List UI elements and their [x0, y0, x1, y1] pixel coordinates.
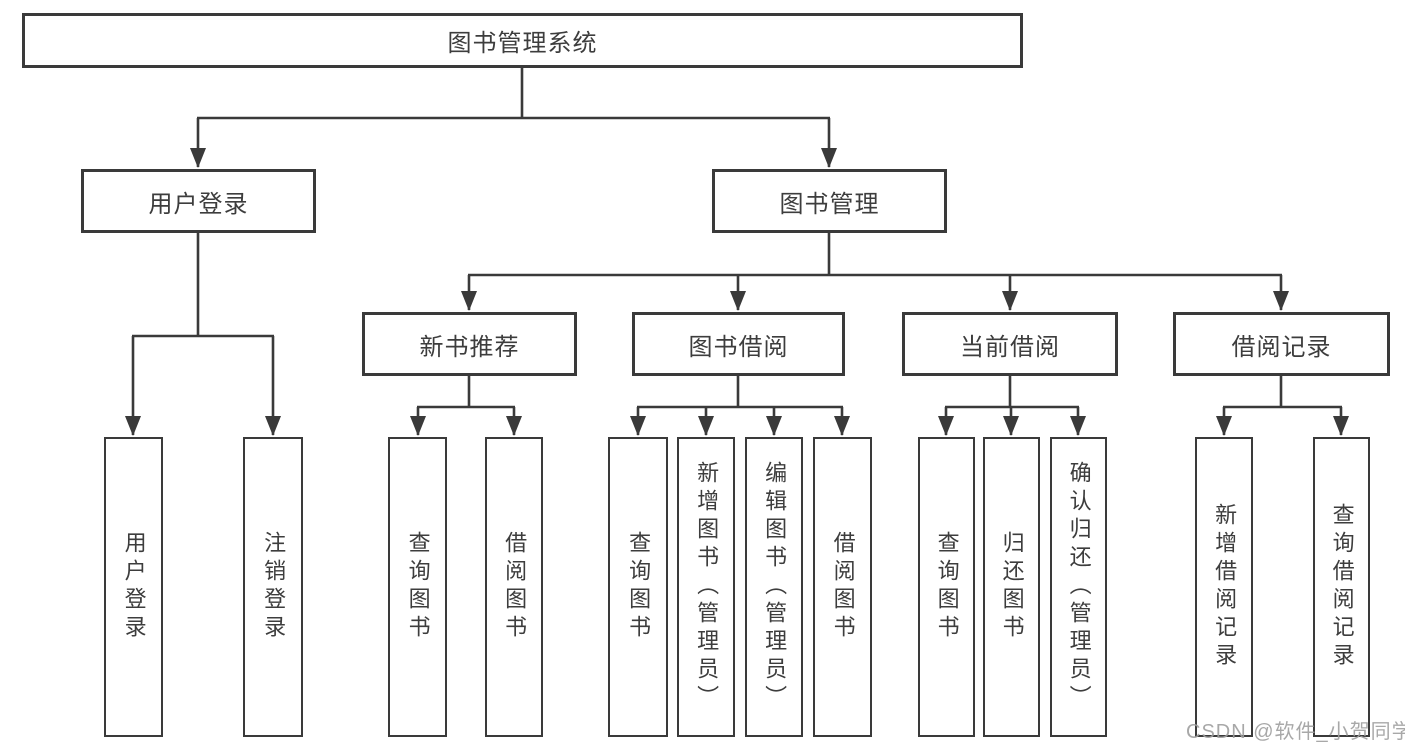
leaf-logout: 注销登录	[243, 437, 303, 737]
leaf-query-books-borrowing: 查询图书	[608, 437, 668, 737]
node-current-borrowing: 当前借阅	[902, 312, 1118, 376]
leaf-query-books-current: 查询图书	[918, 437, 975, 737]
leaf-user-login: 用户登录	[104, 437, 163, 737]
leaf-query-borrow-record: 查询借阅记录	[1313, 437, 1370, 737]
leaf-return-books: 归还图书	[983, 437, 1040, 737]
node-book-management: 图书管理	[712, 169, 947, 233]
node-library-management-system: 图书管理系统	[22, 13, 1023, 68]
leaf-add-books-admin: 新增图书（管理员）	[677, 437, 735, 737]
leaf-edit-books-admin: 编辑图书（管理员）	[745, 437, 803, 737]
leaf-confirm-return-admin: 确认归还（管理员）	[1050, 437, 1107, 737]
leaf-borrow-books-recommend: 借阅图书	[485, 437, 543, 737]
leaf-borrow-books: 借阅图书	[813, 437, 872, 737]
node-book-borrowing: 图书借阅	[632, 312, 845, 376]
csdn-watermark: CSDN @软件_小贺同学	[1186, 721, 1405, 743]
node-new-book-recommendation: 新书推荐	[362, 312, 577, 376]
node-borrowing-records: 借阅记录	[1173, 312, 1390, 376]
leaf-query-books-recommend: 查询图书	[388, 437, 447, 737]
leaf-add-borrow-record: 新增借阅记录	[1195, 437, 1253, 737]
node-user-login: 用户登录	[81, 169, 316, 233]
